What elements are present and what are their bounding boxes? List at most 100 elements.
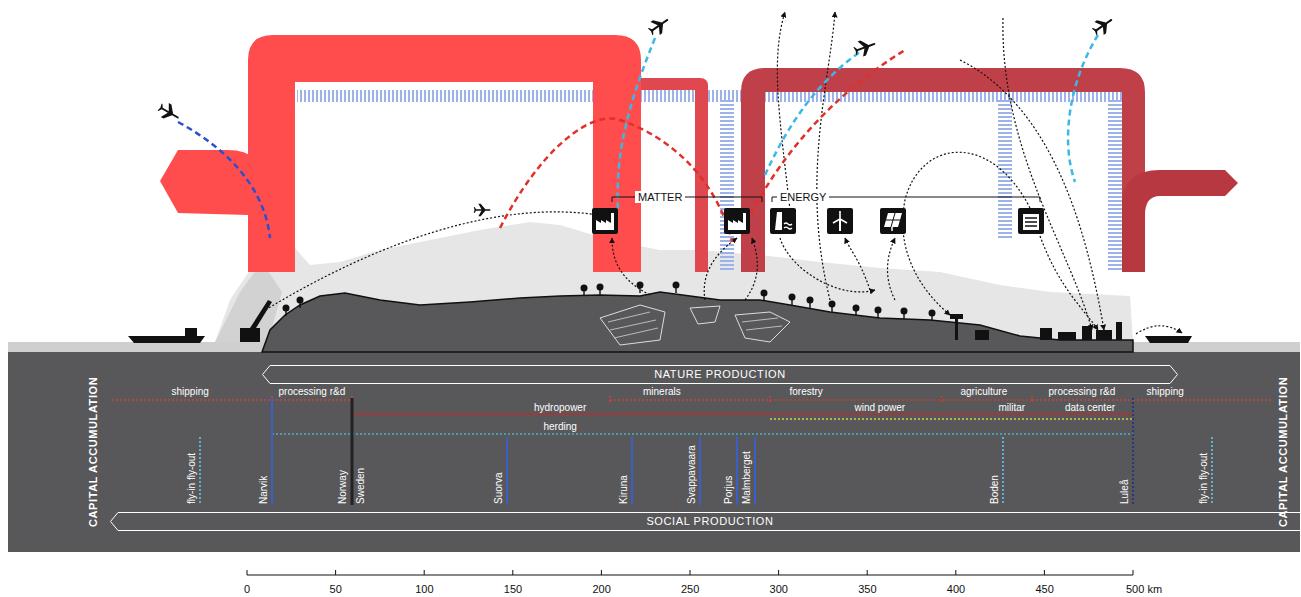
place-line [200,398,1212,505]
place-label: Kiruna [618,474,630,505]
place-label: Suorva [493,471,505,505]
hatched-flow [297,90,1122,272]
flight-path-part [618,38,655,210]
port-and-town-part [1096,330,1112,340]
flight-path-part [742,50,905,232]
flow-arrow-part [1040,236,1098,330]
activity-line-part [112,399,272,401]
flow-arrow-part [817,12,835,300]
data-center-icon-part [1025,218,1037,226]
activity-line-part [272,396,352,404]
place-line-part [199,437,201,505]
wind-turbine-icon-part [833,211,847,223]
port-and-town-part [955,318,958,340]
scale-bar [247,570,1133,575]
port-and-town-part [240,328,260,342]
solar-panel-icon [880,208,906,234]
production-band: NATURE PRODUCTION [262,365,1178,384]
terrain-part [742,318,782,330]
port-and-town-part [185,328,197,336]
scale-label: 50 [330,583,342,595]
place-label: Svappavaara [686,444,698,505]
flow-arrow [262,12,1182,334]
tree-icon-part [581,285,588,297]
scale-label: 250 [681,583,699,595]
place-line-part [1132,398,1134,505]
capital-flow-part [1122,170,1238,272]
flow-arrow-part [888,238,896,300]
tree-icon-part [789,294,796,306]
flow-arrow-part [780,238,875,292]
activity-label: shipping [1145,386,1186,397]
port-and-town-part [1040,328,1052,340]
port-and-town-part [975,330,989,340]
data-center-icon [1018,208,1044,234]
flow-arrow-part [845,238,870,290]
place-line-part [351,398,354,505]
data-center-icon-part [1018,208,1044,234]
production-band: SOCIAL PRODUCTION [110,512,1301,531]
activity-label: wind power [853,402,908,413]
activity-line-part [610,396,770,404]
tree-icon-part [875,307,882,319]
axis-title: CAPITAL ACCUMULATION [87,377,99,527]
tree-icon-part [673,282,680,294]
tree-icon [283,282,936,322]
place-label: fly-in fly-out [1198,452,1210,505]
airplane-icon-part [1090,13,1117,39]
scale-label: 300 [770,583,788,595]
place-label: fly-in fly-out [186,452,198,505]
bracket-label: MATTER [635,191,685,203]
activity-label: minerals [641,386,683,397]
activity-label: forestry [788,386,825,397]
place-line-part [631,437,633,505]
hydropower-icon [770,208,796,234]
flow-arrow-part [1003,18,1092,330]
capital-flow-part [641,78,708,272]
airplane-icon-part [474,204,491,216]
activity-label: shipping [170,386,211,397]
airplane-icon-part [156,100,183,125]
place-label: Malmberget [741,450,753,505]
activity-label: agriculture [959,386,1010,397]
place-line-part [736,437,738,505]
hydropower-icon-part [775,212,782,230]
place-line-part [271,398,273,505]
scale-label: 100 [415,583,433,595]
activity-label: militar [997,402,1028,413]
tree-icon-part [807,297,814,309]
place-label: Boden [989,474,1001,505]
factory-icon-part [728,213,746,230]
port-and-town-part [128,336,205,343]
activity-label: hydropower [532,402,588,413]
band-outline-path [263,366,1178,384]
flight-path-part [500,118,732,242]
port-and-town-part [950,314,963,319]
terrain [262,292,1133,352]
solar-panel-icon-part [880,208,906,234]
wind-turbine-icon-part [827,208,853,234]
place-line-part [506,437,508,505]
port-and-town-part [1058,332,1076,340]
activity-label: data center [1063,402,1117,413]
bracket-label: ENERGY [777,191,829,203]
terrain-part [600,305,665,345]
port-and-town-part [1116,322,1122,340]
scale-label: 400 [947,583,965,595]
capital-flow [160,35,1238,272]
scale-label: 200 [592,583,610,595]
activity-line-part [272,433,1133,435]
factory-icon [724,208,750,234]
activity-label: processing r&d [1047,386,1118,397]
tree-icon-part [829,301,836,313]
solar-panel-icon-part [884,213,902,227]
airplane-icon [156,13,1117,216]
wind-turbine-icon [827,208,853,234]
terrain-part [735,312,790,342]
factory-icon-part [724,208,750,234]
data-center-icon-part [1023,214,1039,230]
flow-arrow-part [704,238,737,300]
flight-path [178,35,1098,242]
